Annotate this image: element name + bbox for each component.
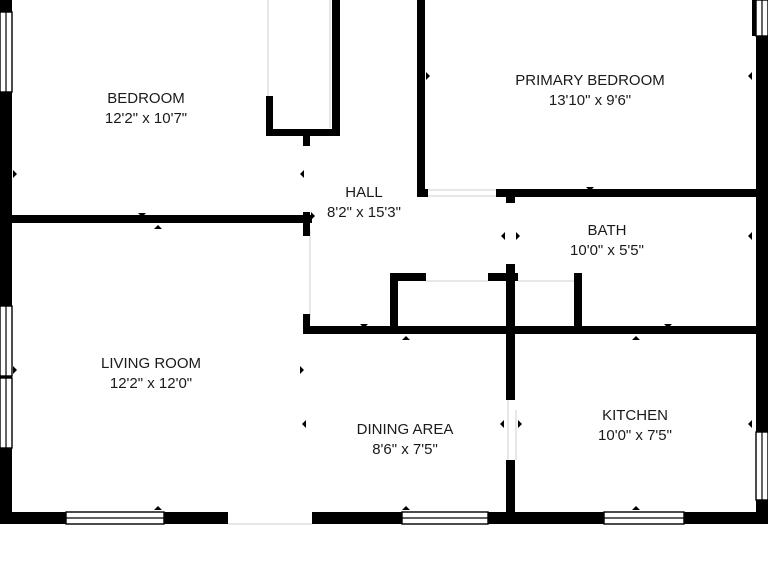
marker-triangle xyxy=(13,366,17,374)
room-size: 12'2" x 12'0" xyxy=(109,375,193,392)
wall-closet-bottom xyxy=(266,129,340,136)
room-size: 10'0" x 7'5" xyxy=(598,427,672,444)
wall-linen-right xyxy=(574,273,582,334)
room-label-living-room: LIVING ROOM 12'2" x 12'0" xyxy=(101,354,201,394)
wall-kitchen-west xyxy=(506,334,515,400)
window-primary-east xyxy=(755,0,768,37)
wall-primary-east xyxy=(752,0,756,36)
room-size: 13'10" x 9'6" xyxy=(548,92,632,109)
wall-closet-right xyxy=(332,0,340,136)
window-bedroom-west xyxy=(0,11,13,93)
wall-bath-west-2 xyxy=(506,264,515,334)
marker-triangle xyxy=(402,506,410,510)
dimension-markers xyxy=(13,72,752,510)
wall-right-exterior-lower xyxy=(756,500,768,524)
windows xyxy=(0,0,768,525)
marker-triangle xyxy=(632,336,640,340)
room-size: 8'2" x 15'3" xyxy=(327,204,401,221)
marker-triangle xyxy=(426,72,430,80)
window-dining-south xyxy=(401,511,489,525)
room-name: DINING AREA xyxy=(356,421,454,438)
marker-triangle xyxy=(500,420,504,428)
window-living-west-1 xyxy=(0,305,13,377)
wall-bedroom-living xyxy=(12,215,312,223)
wall-hall-west-3 xyxy=(303,314,310,334)
room-name: KITCHEN xyxy=(602,407,668,424)
marker-triangle xyxy=(138,213,146,217)
marker-triangle xyxy=(518,420,522,428)
wall-hall-west xyxy=(303,136,310,146)
room-label-bath: BATH 10'0" x 5'5" xyxy=(570,221,644,261)
window-living-south xyxy=(65,511,165,525)
marker-triangle xyxy=(13,170,17,178)
wall-linen-top-a xyxy=(390,273,426,281)
room-name: LIVING ROOM xyxy=(100,355,202,372)
marker-triangle xyxy=(311,212,315,220)
window-living-west-2 xyxy=(0,377,13,449)
marker-triangle xyxy=(748,72,752,80)
wall-primary-west xyxy=(417,0,425,197)
wall-bottom-exterior-right xyxy=(312,512,756,524)
marker-triangle xyxy=(154,506,162,510)
window-kitchen-east xyxy=(755,431,768,501)
room-label-dining-area: DINING AREA 8'6" x 7'5" xyxy=(357,420,454,460)
marker-triangle xyxy=(154,225,162,229)
marker-triangle xyxy=(501,232,505,240)
marker-triangle xyxy=(748,420,752,428)
marker-triangle xyxy=(516,232,520,240)
marker-triangle xyxy=(300,170,304,178)
marker-triangle xyxy=(632,506,640,510)
room-label-hall: HALL 8'2" x 15'3" xyxy=(327,183,401,223)
wall-hall-west-2 xyxy=(303,212,310,236)
window-kitchen-south xyxy=(603,511,685,525)
wall-right-exterior xyxy=(756,36,768,432)
wall-linen-left xyxy=(390,273,398,334)
wall-closet-left xyxy=(266,96,273,136)
marker-triangle xyxy=(302,420,306,428)
room-size: 10'0" x 5'5" xyxy=(570,242,644,259)
marker-triangle xyxy=(360,324,368,328)
room-name: PRIMARY BEDROOM xyxy=(515,72,665,89)
marker-triangle xyxy=(402,336,410,340)
door-openings xyxy=(228,0,574,525)
marker-triangle xyxy=(300,366,304,374)
wall-linen-top-b xyxy=(488,273,518,281)
marker-triangle xyxy=(748,232,752,240)
wall-kitchen-west-2 xyxy=(506,460,515,516)
room-name: HALL xyxy=(345,184,383,201)
room-label-kitchen: KITCHEN 10'0" x 7'5" xyxy=(598,406,672,446)
room-label-primary-bedroom: PRIMARY BEDROOM 13'10" x 9'6" xyxy=(515,71,664,111)
room-size: 12'2" x 10'7" xyxy=(104,110,188,127)
marker-triangle xyxy=(664,324,672,328)
marker-triangle xyxy=(586,187,594,191)
room-name: BATH xyxy=(587,222,627,239)
room-size: 8'6" x 7'5" xyxy=(372,441,438,458)
wall-bath-west xyxy=(506,197,515,203)
room-name: BEDROOM xyxy=(107,90,185,107)
wall-primary-south-b xyxy=(496,189,756,197)
wall-hall-south xyxy=(303,326,756,334)
wall-primary-south-a xyxy=(417,189,428,197)
room-label-bedroom: BEDROOM 12'2" x 10'7" xyxy=(105,89,187,129)
